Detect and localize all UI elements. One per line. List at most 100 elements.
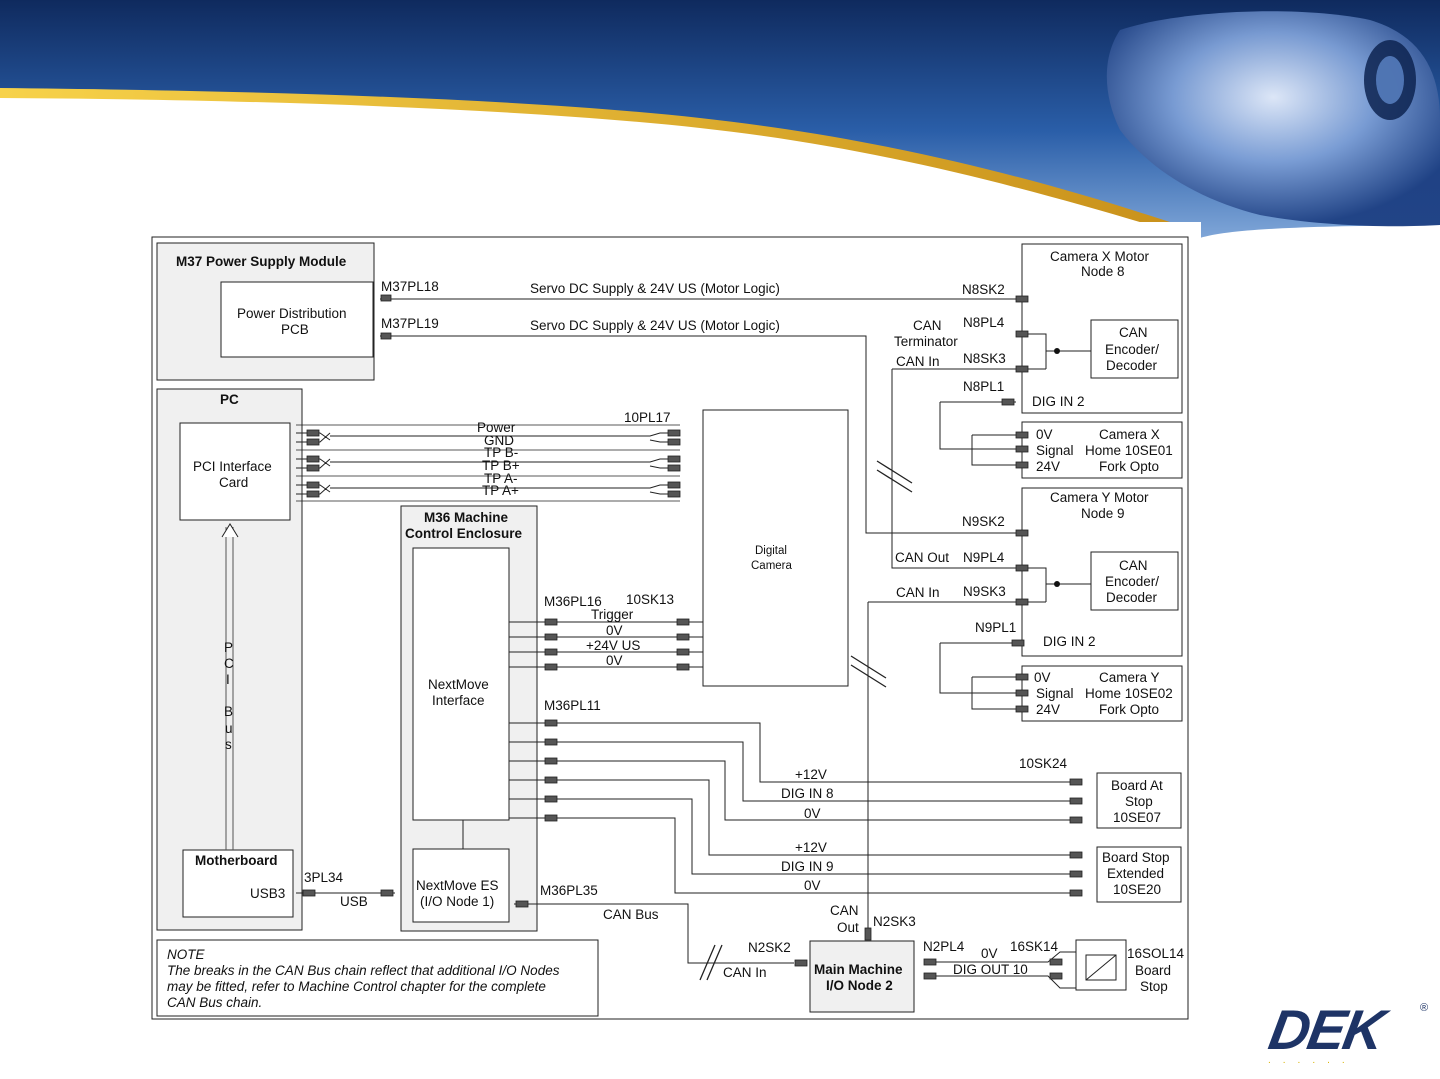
connector-10sk24: 10SK24 [1019, 756, 1068, 771]
camx-opto-signal: Signal [1036, 443, 1074, 458]
board-at-stop-box-line2: Stop [1125, 794, 1153, 809]
dek-logo-wordmark: DEK [1264, 998, 1388, 1061]
board-at-stop-wire: DIG IN 8 [781, 786, 834, 801]
camx-encoder-line2: Encoder/ [1105, 342, 1159, 357]
board-stop-ext-box-line2: Extended [1107, 866, 1164, 881]
dig-out-10-label: DIG OUT 10 [953, 962, 1028, 977]
pcb-label-line2: PCB [281, 322, 309, 337]
solenoid-label-line1: 16SOL14 [1127, 946, 1185, 961]
connector-n2sk2: N2SK2 [748, 940, 791, 955]
camy-encoder-line3: Decoder [1106, 590, 1158, 605]
digital-camera-line2: Camera [751, 560, 793, 572]
solenoid-label-line3: Stop [1140, 979, 1168, 994]
camx-encoder-line3: Decoder [1106, 358, 1158, 373]
connector-10pl17: 10PL17 [624, 410, 671, 425]
m36-title-line2: Control Enclosure [405, 526, 523, 541]
nextmove-es-line2: (I/O Node 1) [420, 894, 494, 909]
node2-can-out-line2: Out [837, 920, 859, 935]
connector-n8sk2: N8SK2 [962, 282, 1005, 297]
board-stop-ext-box-line1: Board Stop [1102, 850, 1170, 865]
camx-opto-title3: Fork Opto [1099, 459, 1159, 474]
registered-mark-icon: ® [1420, 1002, 1429, 1014]
camera-line-label: Power [477, 420, 516, 435]
connector-n2pl4: N2PL4 [923, 939, 965, 954]
connector-m36pl35: M36PL35 [540, 883, 598, 898]
note-line1: The breaks in the CAN Bus chain reflect … [167, 963, 560, 978]
camx-dig-in: DIG IN 2 [1032, 394, 1085, 409]
motherboard-label: Motherboard [195, 853, 278, 868]
pci-card-line2: Card [219, 475, 248, 490]
connector-n9sk2: N9SK2 [962, 514, 1005, 529]
usb-line-label: USB [340, 894, 368, 909]
connector-n8sk3: N8SK3 [963, 351, 1006, 366]
trigger-line-label: Trigger [591, 607, 634, 622]
node2-title-line2: I/O Node 2 [826, 978, 893, 993]
camy-dig-in: DIG IN 2 [1043, 634, 1096, 649]
camy-encoder-line2: Encoder/ [1105, 574, 1159, 589]
connector-m36pl11: M36PL11 [544, 698, 601, 713]
camera-line-label: GND [484, 433, 514, 448]
pci-bus-letter: C [224, 656, 234, 671]
psu-title: M37 Power Supply Module [176, 254, 347, 269]
machine-image-icon [1106, 11, 1440, 227]
camx-opto-title1: Camera X [1099, 427, 1160, 442]
board-at-stop-box-line3: 10SE07 [1113, 810, 1161, 825]
servo-supply-label-2: Servo DC Supply & 24V US (Motor Logic) [530, 318, 780, 333]
connector-n2sk3: N2SK3 [873, 914, 916, 929]
nextmove-es-line1: NextMove ES [416, 878, 499, 893]
digital-camera-line1: Digital [755, 545, 787, 557]
node2-can-in: CAN In [723, 965, 767, 980]
camera-line-label: TP B+ [482, 458, 520, 473]
trigger-line-label: 0V [606, 653, 623, 668]
servo-supply-label-1: Servo DC Supply & 24V US (Motor Logic) [530, 281, 780, 296]
m36-title-line1: M36 Machine [424, 510, 509, 525]
camx-opto-24v: 24V [1036, 459, 1060, 474]
board-at-stop-wire: +12V [795, 767, 827, 782]
solenoid-0v-label: 0V [981, 946, 998, 961]
node2-title-line1: Main Machine [814, 962, 903, 977]
board-at-stop-wire: 0V [804, 806, 821, 821]
camy-opto-title2: Home 10SE02 [1085, 686, 1173, 701]
usb3-label: USB3 [250, 886, 285, 901]
can-terminator-line1: CAN [913, 318, 942, 333]
board-stop-ext-box-line3: 10SE20 [1113, 882, 1161, 897]
connector-n8pl4: N8PL4 [963, 315, 1005, 330]
logo-tagline: ...... [1268, 1055, 1357, 1066]
camy-can-in: CAN In [896, 585, 940, 600]
connector-3pl34: 3PL34 [304, 870, 344, 885]
camx-opto-title2: Home 10SE01 [1085, 443, 1173, 458]
pci-bus-letter: P [224, 640, 233, 655]
pci-bus-letter: u [225, 721, 233, 736]
board-stop-ext-wire: +12V [795, 840, 827, 855]
can-bus-label: CAN Bus [603, 907, 659, 922]
camera-line-label: TP A+ [482, 483, 519, 498]
camy-opto-24v: 24V [1036, 702, 1060, 717]
connector-n9pl1: N9PL1 [975, 620, 1016, 635]
node2-can-out-line1: CAN [830, 903, 859, 918]
pc-title: PC [220, 392, 239, 407]
camy-opto-title3: Fork Opto [1099, 702, 1159, 717]
camy-title-line2: Node 9 [1081, 506, 1125, 521]
trigger-line-label: +24V US [586, 638, 640, 653]
can-terminator-line2: Terminator [894, 334, 958, 349]
camera-line-label: TP B- [484, 445, 518, 460]
connector-m36pl16: M36PL16 [544, 594, 602, 609]
camy-opto-0v: 0V [1034, 670, 1051, 685]
camy-encoder-line1: CAN [1119, 558, 1148, 573]
camx-title-line1: Camera X Motor [1050, 249, 1150, 264]
camx-title-line2: Node 8 [1081, 264, 1125, 279]
connector-10sk13: 10SK13 [626, 592, 674, 607]
camera-line-label: TP A- [484, 471, 518, 486]
camy-title-line1: Camera Y Motor [1050, 490, 1149, 505]
camy-opto-title1: Camera Y [1099, 670, 1160, 685]
connector-n8pl1: N8PL1 [963, 379, 1004, 394]
dek-logo: DEK ® ...... [1262, 998, 1432, 1074]
pci-card-line1: PCI Interface [193, 459, 272, 474]
note-line2: may be fitted, refer to Machine Control … [167, 979, 546, 994]
connector-m37pl19: M37PL19 [381, 316, 439, 331]
board-stop-ext-wire: DIG IN 9 [781, 859, 834, 874]
nextmove-label-line2: Interface [432, 693, 485, 708]
pci-bus-letter: I [226, 672, 230, 687]
connector-n9pl4: N9PL4 [963, 550, 1005, 565]
